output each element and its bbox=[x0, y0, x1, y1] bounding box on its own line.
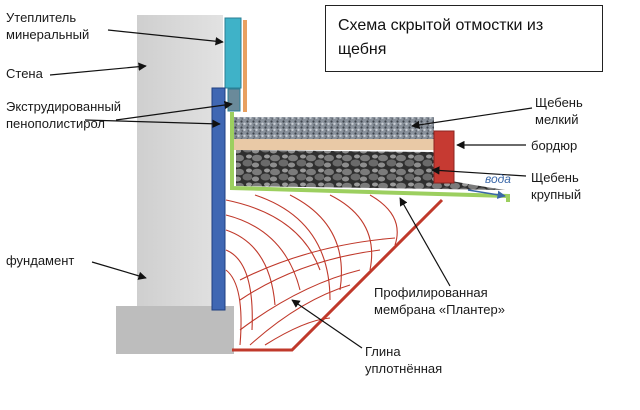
label-mineral-insulation: Утеплитель минеральный bbox=[6, 9, 89, 43]
water-flow-arrow bbox=[467, 189, 506, 199]
sand-layer bbox=[234, 138, 434, 150]
wall-block bbox=[137, 15, 223, 310]
label-membrane-line1: Профилированная bbox=[374, 285, 488, 300]
coarse-gravel-layer bbox=[236, 150, 505, 190]
plinth-detail bbox=[227, 88, 241, 112]
label-xps-line1: Экструдированный bbox=[6, 99, 122, 114]
curb-block bbox=[433, 130, 455, 184]
label-fine-gravel-line2: мелкий bbox=[535, 112, 579, 127]
label-xps: Экструдированный пенополистирол bbox=[6, 98, 121, 132]
membrane-line bbox=[230, 112, 510, 202]
label-fine-gravel-line1: Щебень bbox=[535, 95, 583, 110]
label-water: вода bbox=[485, 172, 511, 186]
label-xps-line2: пенополистирол bbox=[6, 116, 105, 131]
mineral-insulation bbox=[224, 17, 242, 89]
clay-arcs bbox=[225, 194, 398, 346]
leader-arrows bbox=[49, 29, 533, 349]
clay-boundary-line bbox=[232, 198, 444, 352]
label-coarse-gravel-line1: Щебень bbox=[531, 170, 579, 185]
label-coarse-gravel-line2: крупный bbox=[531, 187, 582, 202]
label-wall: Стена bbox=[6, 66, 43, 81]
title-box: Схема скрытой отмостки из щебня bbox=[325, 5, 603, 72]
label-mineral-insulation-line2: минеральный bbox=[6, 27, 90, 42]
label-membrane: Профилированная мембрана «Плантер» bbox=[374, 284, 505, 318]
label-foundation: фундамент bbox=[6, 253, 75, 268]
label-mineral-insulation-line1: Утеплитель bbox=[6, 10, 77, 25]
label-curb: бордюр bbox=[531, 138, 578, 153]
label-clay: Глина уплотнённая bbox=[365, 343, 442, 377]
label-clay-line2: уплотнённая bbox=[365, 361, 443, 376]
xps-board bbox=[211, 87, 226, 311]
diagram-title: Схема скрытой отмостки из щебня bbox=[338, 17, 544, 58]
label-fine-gravel: Щебень мелкий bbox=[535, 94, 583, 128]
label-membrane-line2: мембрана «Плантер» bbox=[374, 302, 505, 317]
label-clay-line1: Глина bbox=[365, 344, 401, 359]
label-coarse-gravel: Щебень крупный bbox=[531, 169, 581, 203]
fine-gravel-layer bbox=[234, 117, 434, 139]
foundation-footing bbox=[116, 306, 234, 354]
facade-trim bbox=[243, 20, 247, 112]
